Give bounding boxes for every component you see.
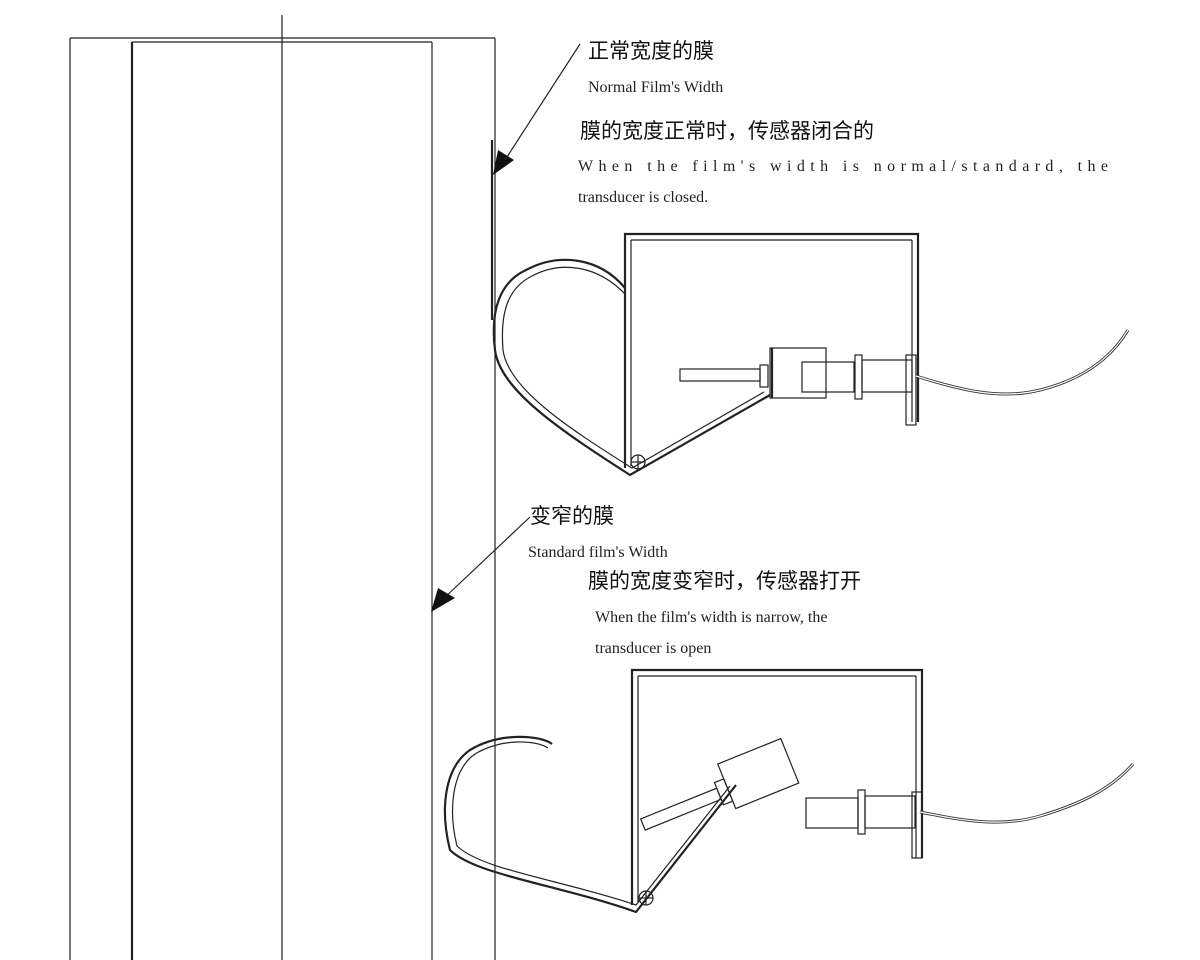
bottom-label-zh: 变窄的膜 — [530, 504, 614, 528]
closed-transducer — [492, 232, 1130, 477]
top-state-en-line1: When the film's width is normal/standard… — [578, 158, 1108, 175]
feeler-arm — [492, 258, 771, 477]
top-state-en-line2: transducer is closed. — [578, 189, 708, 206]
plunger-rod — [679, 368, 761, 382]
normal-width-leader-arrow — [493, 43, 581, 175]
cable — [919, 763, 1135, 824]
top-label-en: Normal Film's Width — [588, 79, 723, 96]
sensor-bracket — [630, 668, 924, 905]
mount-plate — [911, 791, 923, 859]
contact-inner — [801, 361, 855, 393]
feeler-arm — [443, 735, 737, 914]
film-roll — [69, 15, 496, 960]
tilted-plunger — [639, 737, 800, 831]
sensor-body — [864, 795, 916, 829]
narrow-width-leader-arrow — [431, 516, 531, 612]
contact-cylinder — [769, 347, 827, 399]
top-state-zh: 膜的宽度正常时，传感器闭合的 — [580, 119, 874, 143]
pivot-icon — [638, 890, 654, 906]
plunger-nut — [759, 364, 769, 388]
sensor-body — [861, 359, 913, 393]
bottom-state-en-line2: transducer is open — [595, 640, 711, 657]
contact-inner — [805, 797, 859, 829]
bottom-label-en: Standard film's Width — [528, 544, 668, 561]
cable — [915, 329, 1130, 396]
mount-plate — [905, 354, 917, 426]
flange — [854, 354, 863, 400]
sensor-bracket — [623, 232, 920, 468]
flange — [857, 789, 866, 835]
pivot-icon — [630, 454, 646, 470]
top-label-zh: 正常宽度的膜 — [588, 39, 714, 63]
open-transducer — [443, 668, 1135, 914]
bottom-state-en-line1: When the film's width is narrow, the — [595, 609, 827, 626]
bottom-state-zh: 膜的宽度变窄时，传感器打开 — [588, 569, 861, 593]
